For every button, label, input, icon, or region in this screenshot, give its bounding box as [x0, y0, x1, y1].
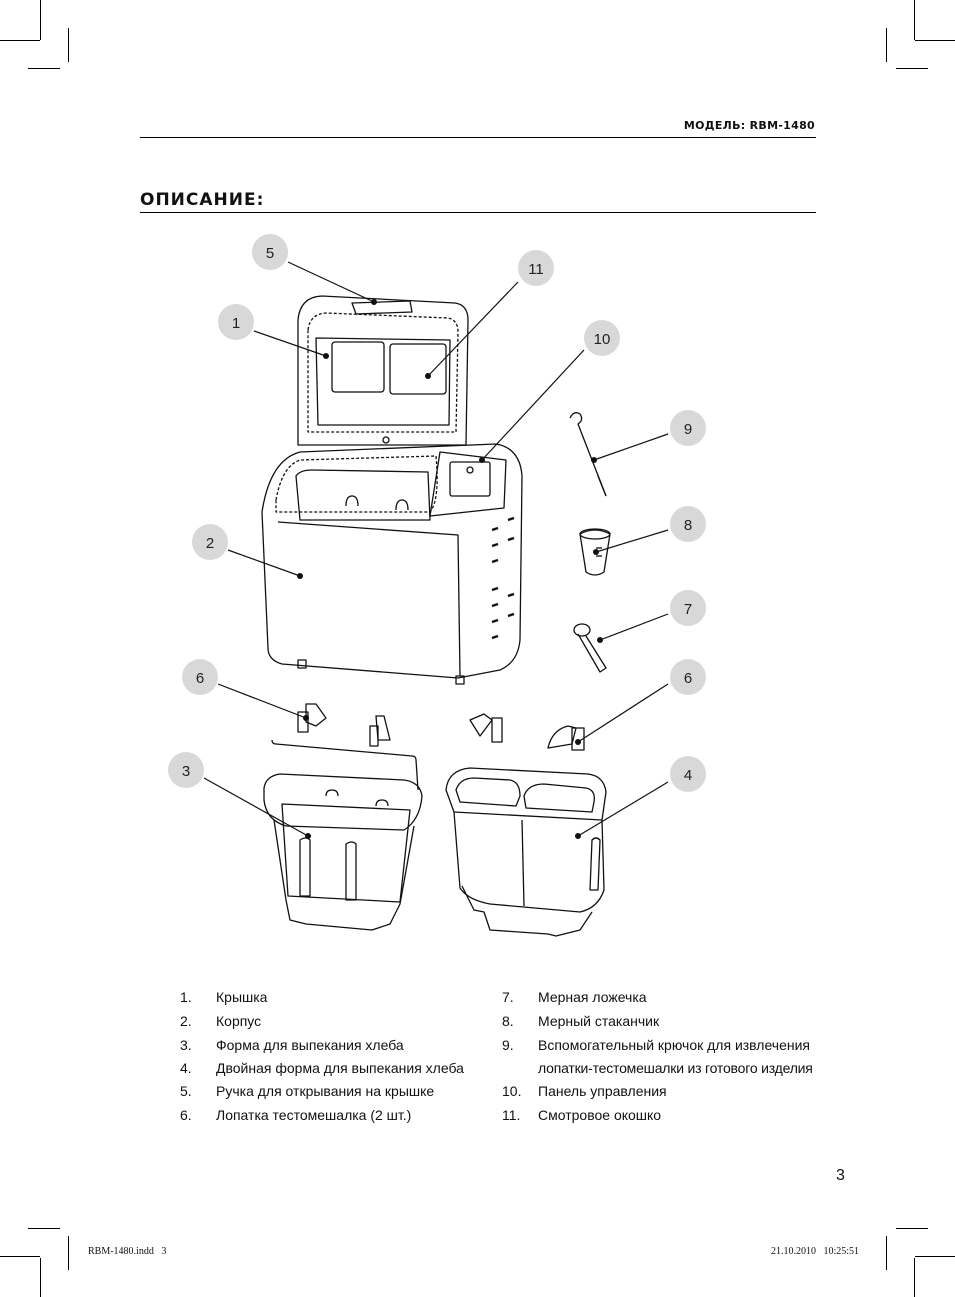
svg-text:4: 4 — [684, 767, 692, 784]
callout-8: 8 — [670, 506, 706, 542]
body-illustration — [261, 443, 523, 685]
hook-illustration — [569, 412, 607, 497]
paddles-illustration — [297, 703, 585, 751]
model-label: МОДЕЛЬ: RBM-1480 — [683, 119, 815, 132]
callout-7: 7 — [670, 590, 706, 626]
callout-4: 4 — [670, 756, 706, 792]
crop-mark — [0, 40, 40, 41]
svg-text:5: 5 — [266, 245, 274, 262]
callout-6-left: 6 — [182, 659, 218, 695]
svg-text:2: 2 — [206, 535, 214, 552]
callout-6-right: 6 — [670, 659, 706, 695]
page-number: 3 — [836, 1167, 845, 1184]
svg-text:8: 8 — [684, 517, 692, 534]
callout-11: 11 — [518, 250, 554, 286]
svg-text:3: 3 — [182, 763, 190, 780]
callout-10: 10 — [584, 320, 620, 356]
crop-mark — [68, 1236, 69, 1270]
section-title: ОПИСАНИЕ: — [140, 190, 265, 210]
leader-lines — [203, 261, 669, 837]
callout-9: 9 — [670, 410, 706, 446]
crop-mark — [896, 1228, 928, 1229]
footer-file: RBM-1480.indd 3 — [88, 1246, 167, 1257]
pan-illustration — [263, 739, 423, 931]
svg-text:9: 9 — [684, 421, 692, 438]
double-pan-illustration — [445, 767, 607, 937]
callout-1: 1 — [218, 304, 254, 340]
crop-mark — [896, 68, 928, 69]
lid-illustration — [297, 295, 469, 446]
leader-dots — [297, 299, 603, 839]
parts-list-right: 7.Мерная ложечка 8.Мерный стаканчик 9.Вс… — [502, 989, 813, 1123]
footer-timestamp: 21.10.2010 10:25:51 — [770, 1246, 859, 1257]
parts-list-left: 1.Крышка 2.Корпус 3.Форма для выпекания … — [180, 989, 464, 1123]
crop-mark — [915, 1256, 955, 1257]
svg-text:7: 7 — [684, 601, 692, 618]
cup-illustration — [579, 528, 611, 576]
crop-mark — [28, 1228, 60, 1229]
svg-text:6: 6 — [684, 670, 692, 687]
crop-mark — [915, 40, 955, 41]
title-rule — [140, 212, 816, 213]
crop-mark — [886, 28, 887, 62]
crop-mark — [886, 1236, 887, 1270]
svg-text:6: 6 — [196, 670, 204, 687]
crop-mark — [40, 0, 41, 40]
callout-3: 3 — [168, 752, 204, 788]
spoon-illustration — [573, 623, 607, 673]
svg-text:1: 1 — [232, 315, 240, 332]
callout-2: 2 — [192, 524, 228, 560]
crop-mark — [914, 1258, 915, 1297]
header-rule — [140, 137, 816, 138]
callout-5: 5 — [252, 234, 288, 270]
crop-mark — [40, 1258, 41, 1297]
crop-mark — [0, 1256, 40, 1257]
crop-mark — [914, 0, 915, 40]
crop-mark — [28, 68, 60, 69]
crop-mark — [68, 28, 69, 62]
svg-text:10: 10 — [594, 331, 611, 348]
svg-text:11: 11 — [528, 261, 544, 278]
